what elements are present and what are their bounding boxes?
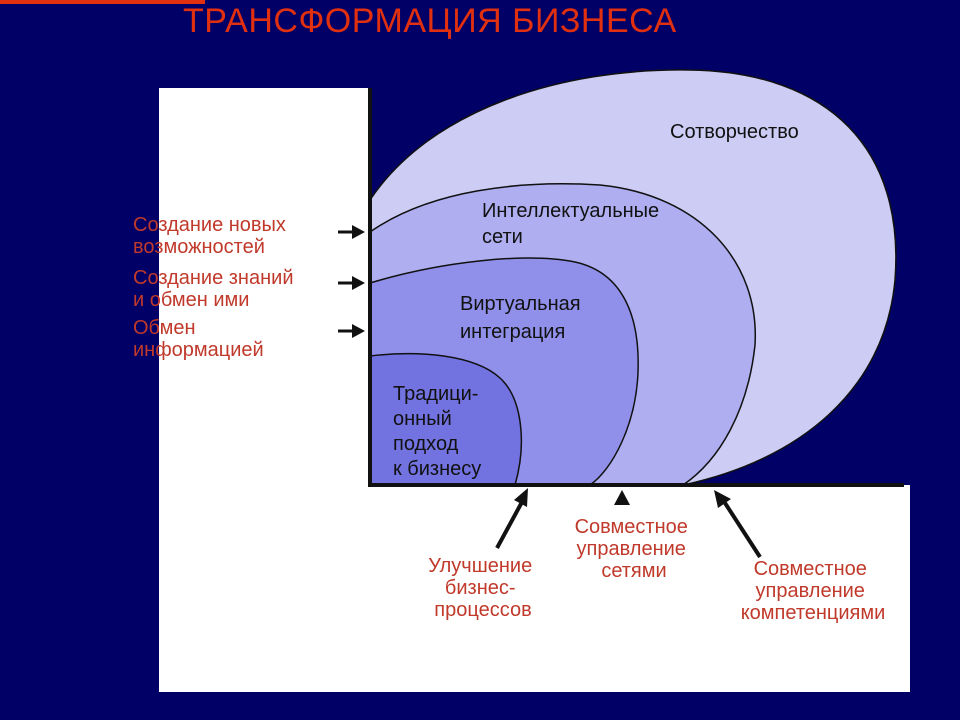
zone-label-line: онный (393, 408, 452, 430)
arrow-new-opportunities (338, 225, 365, 239)
bottom-panel (370, 485, 910, 692)
zone-label-virtual-integration: Виртуальная интеграция (460, 293, 586, 343)
zone-label-line: Виртуальная (460, 293, 581, 315)
zone-label-line: Сотворчество (670, 121, 799, 143)
zone-label-traditional: Традици- онный подход к бизнесу (393, 383, 484, 480)
left-label-line: и обмен ими (133, 289, 249, 311)
bottom-label-line: Совместное (575, 516, 688, 538)
bottom-label-line: сетями (601, 560, 666, 582)
zone-label-line: интеграция (460, 321, 565, 343)
bottom-label-line: компетенциями (741, 602, 886, 624)
arrow-business-processes (495, 488, 528, 549)
zone-label-intellectual-networks: Интеллектуальные сети (482, 200, 665, 248)
left-label-line: Создание новых (133, 214, 286, 236)
zone-label-cocreation: Сотворчество (670, 121, 799, 143)
arrow-information (338, 324, 365, 338)
left-label-line: Создание знаний (133, 267, 294, 289)
arrow-knowledge (338, 276, 365, 290)
bottom-label-line: Совместное (754, 558, 867, 580)
left-label-new-opportunities: Создание новых возможностей (133, 214, 292, 258)
zone-label-line: подход (393, 433, 459, 455)
left-panel (159, 88, 370, 692)
zone-label-line: сети (482, 226, 523, 248)
arrow-competence-management (714, 490, 762, 559)
title-accent-bar (0, 0, 205, 4)
bottom-label-competence-management: Совместное управление компетенциями (741, 558, 886, 624)
zone-label-line: Традици- (393, 383, 478, 405)
zone-label-line: к бизнесу (393, 458, 481, 480)
bottom-label-network-management: Совместное управление сетями (575, 516, 694, 582)
left-label-information: Обмен информацией (133, 317, 264, 361)
page-title: ТРАНСФОРМАЦИЯ БИЗНЕСА (183, 2, 677, 40)
bottom-label-line: Улучшение (428, 555, 532, 577)
zone-label-line: Интеллектуальные (482, 200, 659, 222)
bottom-label-line: бизнес- (445, 577, 516, 599)
bottom-label-business-processes: Улучшение бизнес- процессов (428, 555, 538, 621)
left-label-knowledge: Создание знаний и обмен ими (133, 267, 299, 311)
zone-traditional (369, 352, 523, 486)
bottom-label-line: управление (756, 580, 865, 602)
left-label-line: информацией (133, 339, 264, 361)
arrow-network-management (614, 490, 630, 505)
bottom-label-line: управление (577, 538, 686, 560)
bottom-label-line: процессов (434, 599, 531, 621)
left-label-line: Обмен (133, 317, 196, 339)
left-label-line: возможностей (133, 236, 265, 258)
